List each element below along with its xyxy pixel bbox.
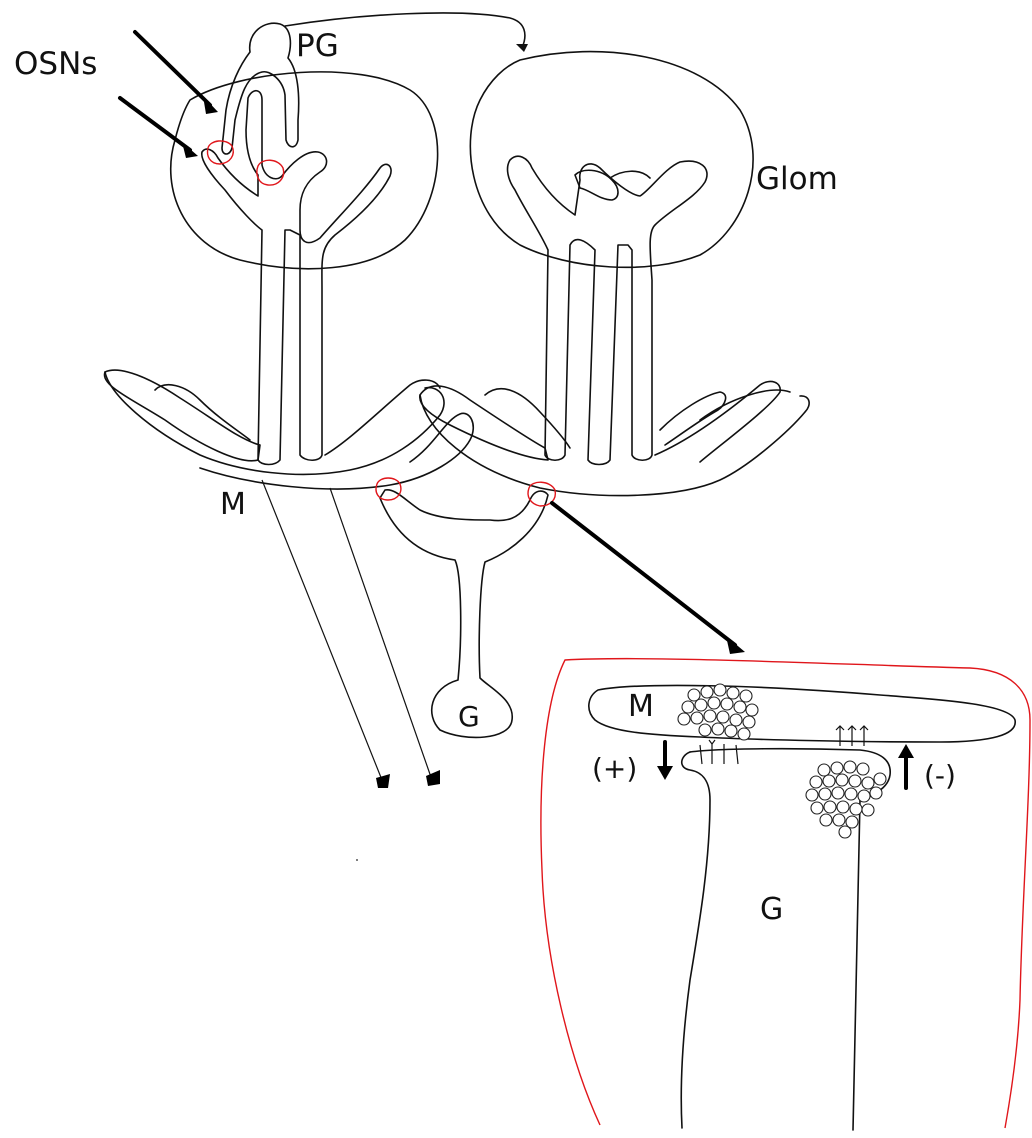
label-mitral-inset: M <box>628 692 654 722</box>
label-pg: PG <box>296 31 339 62</box>
left-mitral-tuft <box>202 91 391 465</box>
label-granule-main: G <box>458 703 480 731</box>
label-mitral-main: M <box>220 490 246 520</box>
periglomerular-cell <box>222 23 299 154</box>
left-mitral-soma <box>104 370 260 461</box>
label-excitatory: (+) <box>592 755 637 783</box>
synapse-highlight-2 <box>257 160 284 185</box>
label-osns: OSNs <box>14 49 97 80</box>
axon-terminal-icon-2 <box>426 770 440 786</box>
stray-dot <box>356 859 358 861</box>
inhibition-arrowhead-icon <box>898 744 914 758</box>
right-tuft-branch-b <box>610 171 650 178</box>
right-lateral-dendrite-2 <box>420 395 809 496</box>
right-mitral-tuft <box>508 156 707 464</box>
inset-synaptic-marks-left <box>700 740 738 764</box>
axon-terminal-icon-1 <box>376 774 390 788</box>
right-tuft-branch-a <box>575 170 618 200</box>
vesicle-cluster-mitral <box>678 684 758 740</box>
left-lateral-dendrite-2 <box>105 372 444 474</box>
right-mitral-soma <box>420 386 548 460</box>
inset-granule-dendrite <box>681 752 710 1128</box>
inset-synaptic-marks-right <box>836 726 868 746</box>
label-granule-inset: G <box>760 895 783 925</box>
right-glomerulus <box>470 52 753 268</box>
mitral-axon-1 <box>262 480 382 780</box>
mitral-axon-2 <box>330 488 432 780</box>
right-lateral-dendrite-3 <box>655 381 780 462</box>
osn-arrow-1 <box>135 32 210 105</box>
osn-arrowhead-1-icon <box>203 96 218 114</box>
label-inhibitory: (-) <box>924 762 956 790</box>
zoom-arrowhead-icon <box>726 636 745 654</box>
label-glom: Glom <box>756 164 838 195</box>
left-glomerulus <box>171 72 438 269</box>
osn-arrowhead-2-icon <box>182 142 198 158</box>
zoom-arrow <box>552 503 735 645</box>
excitation-arrowhead-icon <box>657 766 673 780</box>
vesicle-cluster-granule <box>806 761 886 838</box>
pg-terminal-icon <box>516 44 528 52</box>
synapse-highlight-3 <box>376 478 401 500</box>
